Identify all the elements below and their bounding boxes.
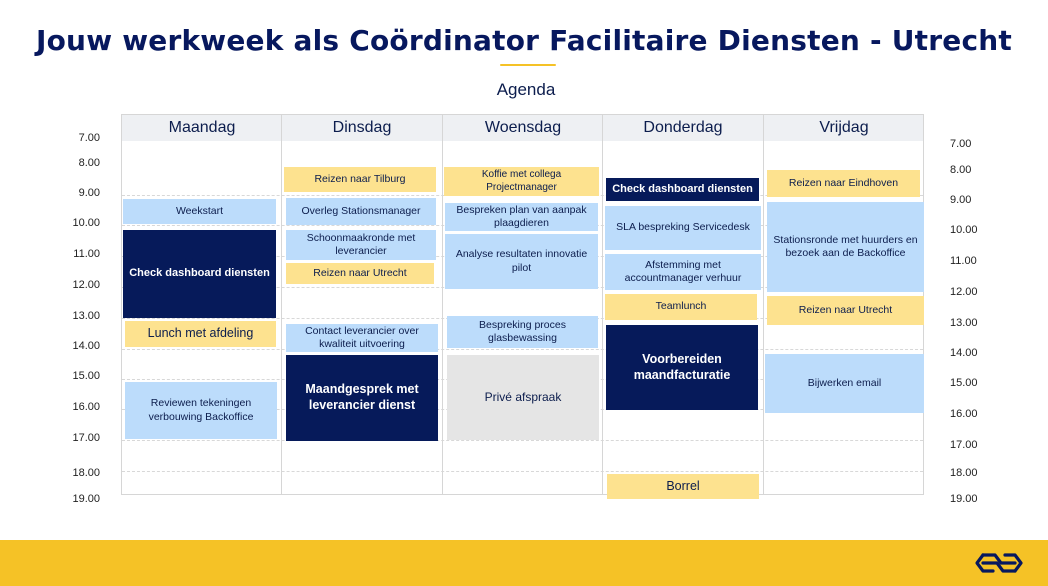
event-contact-leverancier[interactable]: Contact leverancier over kwaliteit uitvo… [286, 324, 438, 352]
time-label-right: 18.00 [950, 467, 978, 479]
event-maandgesprek-leverancier[interactable]: Maandgesprek met leverancier dienst [286, 355, 438, 441]
ns-logo-icon [975, 553, 1023, 573]
event-reizen-eindhoven[interactable]: Reizen naar Eindhoven [767, 170, 920, 197]
event-analyse-innovatie[interactable]: Analyse resultaten innovatie pilot [445, 234, 598, 289]
hour-line [122, 440, 923, 441]
footer-band [0, 540, 1048, 586]
event-weekstart[interactable]: Weekstart [123, 199, 276, 224]
event-koffie-collega[interactable]: Koffie met collega Projectmanager [444, 167, 599, 196]
day-header-woensdag: Woensdag [484, 119, 562, 136]
event-sla-servicedesk[interactable]: SLA bespreking Servicedesk [605, 206, 761, 250]
time-label-right: 11.00 [950, 255, 977, 267]
time-label-right: 17.00 [950, 439, 978, 451]
time-label-right: 15.00 [950, 377, 978, 389]
time-label-left: 7.00 [78, 132, 100, 144]
event-schoonmaakronde[interactable]: Schoonmaakronde met leverancier [286, 230, 436, 260]
event-teamlunch[interactable]: Teamlunch [605, 294, 757, 320]
agenda-subtitle: Agenda [496, 80, 556, 99]
event-bijwerken-email[interactable]: Bijwerken email [765, 354, 924, 413]
day-header-vrijdag: Vrijdag [819, 119, 869, 136]
event-lunch-afdeling[interactable]: Lunch met afdeling [125, 321, 276, 347]
time-label-left: 18.00 [72, 467, 100, 479]
event-reizen-utrecht-vrijdag[interactable]: Reizen naar Utrecht [767, 296, 924, 325]
event-proces-glasbewassing[interactable]: Bespreking proces glasbewassing [447, 316, 598, 348]
hour-line [122, 471, 923, 472]
event-reviewen-tekeningen[interactable]: Reviewen tekeningen verbouwing Backoffic… [125, 382, 277, 439]
column-divider [442, 115, 443, 494]
time-label-left: 16.00 [72, 401, 100, 413]
event-prive-afspraak[interactable]: Privé afspraak [447, 355, 599, 440]
time-label-right: 8.00 [950, 164, 972, 176]
time-label-left: 15.00 [72, 370, 100, 382]
event-reizen-utrecht-dinsdag[interactable]: Reizen naar Utrecht [286, 263, 434, 284]
event-voorbereiden-maandfacturatie[interactable]: Voorbereiden maandfacturatie [606, 325, 758, 410]
page-title: Jouw werkweek als Coördinator Facilitair… [36, 24, 1012, 57]
event-reizen-tilburg[interactable]: Reizen naar Tilburg [284, 167, 436, 192]
time-label-right: 12.00 [950, 286, 978, 298]
time-label-left: 9.00 [78, 187, 100, 199]
event-check-dashboard-donderdag[interactable]: Check dashboard diensten [606, 178, 759, 201]
event-check-dashboard-maandag[interactable]: Check dashboard diensten [123, 230, 276, 318]
event-borrel[interactable]: Borrel [607, 474, 759, 499]
event-stationsronde-huurders[interactable]: Stationsronde met huurders en bezoek aan… [767, 202, 924, 292]
time-label-right: 9.00 [950, 194, 972, 206]
column-divider [281, 115, 282, 494]
column-divider [602, 115, 603, 494]
event-plan-plaagdieren[interactable]: Bespreken plan van aanpak plaagdieren [445, 203, 598, 231]
time-label-left: 19.00 [72, 493, 100, 505]
time-label-left: 17.00 [72, 432, 100, 444]
title-underline [500, 64, 556, 66]
time-label-left: 8.00 [78, 157, 100, 169]
day-header-dinsdag: Dinsdag [332, 119, 392, 136]
hour-line [122, 349, 923, 350]
day-header-row [122, 115, 923, 141]
time-label-right: 10.00 [950, 224, 978, 236]
time-label-left: 10.00 [72, 217, 100, 229]
time-label-right: 14.00 [950, 347, 978, 359]
time-label-left: 14.00 [72, 340, 100, 352]
day-header-donderdag: Donderdag [643, 119, 723, 136]
column-divider [763, 115, 764, 494]
time-label-right: 13.00 [950, 317, 978, 329]
day-header-maandag: Maandag [168, 119, 236, 136]
time-label-right: 19.00 [950, 493, 978, 505]
time-label-right: 16.00 [950, 408, 978, 420]
time-label-left: 12.00 [72, 279, 100, 291]
time-label-right: 7.00 [950, 138, 972, 150]
time-label-left: 13.00 [72, 310, 100, 322]
event-afstemming-accountmanager[interactable]: Afstemming met accountmanager verhuur [605, 254, 761, 290]
time-label-left: 11.00 [73, 248, 100, 260]
event-overleg-stationsmanager[interactable]: Overleg Stationsmanager [286, 198, 436, 225]
